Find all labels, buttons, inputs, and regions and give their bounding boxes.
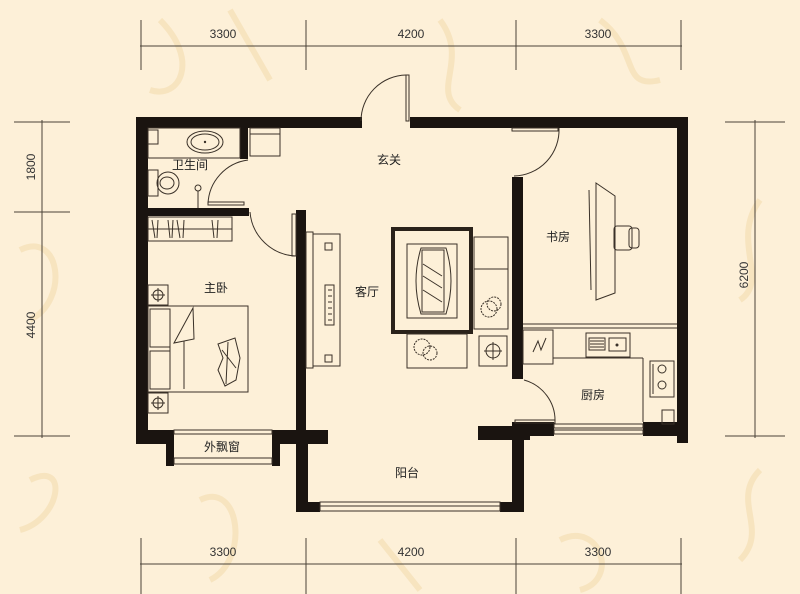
tv-icon <box>324 284 335 326</box>
kitchen-fixtures <box>522 323 677 425</box>
label-living-room: 客厅 <box>355 284 379 299</box>
dim-bottom-2: 4200 <box>398 545 425 559</box>
water-heater-icon <box>661 409 675 425</box>
windows <box>173 423 644 512</box>
double-bed-icon <box>147 284 249 414</box>
toilet-tank-icon <box>147 169 159 197</box>
dimension-left: 1800 4400 <box>14 120 70 438</box>
room-labels: 卫生间 玄关 主卧 客厅 书房 厨房 阳台 外飘窗 <box>172 152 605 480</box>
walls <box>136 117 688 512</box>
wardrobe <box>147 216 233 242</box>
label-entrance: 玄关 <box>377 152 401 167</box>
stove-icon <box>649 360 675 398</box>
dim-top-3: 3300 <box>585 27 612 41</box>
chair-icon <box>613 225 633 251</box>
label-study: 书房 <box>546 229 570 244</box>
dimension-bottom: 3300 4200 3300 <box>140 538 682 594</box>
bathroom-fixtures <box>147 127 281 208</box>
tv-cabinet <box>305 231 341 369</box>
label-kitchen: 厨房 <box>581 387 605 402</box>
desk-icon <box>588 182 640 301</box>
toilet-icon <box>156 171 180 195</box>
sink-icon <box>186 130 224 154</box>
coffee-table-icon <box>391 227 473 334</box>
dim-bottom-3: 3300 <box>585 545 612 559</box>
washing-machine-icon <box>249 127 281 157</box>
dim-left-1: 1800 <box>24 153 38 180</box>
label-bathroom: 卫生间 <box>172 158 208 172</box>
dimension-top: 3300 4200 3300 <box>140 20 682 70</box>
nightstand-icon <box>147 284 169 306</box>
background-pattern <box>18 8 763 593</box>
nightstand-icon <box>147 392 169 414</box>
label-master-bedroom: 主卧 <box>204 281 228 295</box>
label-bay-window: 外飘窗 <box>204 440 240 454</box>
dim-bottom-1: 3300 <box>210 545 237 559</box>
dim-top-2: 4200 <box>398 27 425 41</box>
doors <box>207 74 560 424</box>
label-balcony: 阳台 <box>395 465 419 480</box>
kitchen-sink-icon <box>585 332 631 358</box>
side-table-icon <box>478 335 508 367</box>
floor-drain-icon <box>194 184 202 192</box>
dim-left-2: 4400 <box>24 311 38 338</box>
dim-right-1: 6200 <box>737 261 751 288</box>
dim-top-1: 3300 <box>210 27 237 41</box>
sofa-icon <box>406 236 509 369</box>
dimension-right: 6200 <box>725 120 785 438</box>
